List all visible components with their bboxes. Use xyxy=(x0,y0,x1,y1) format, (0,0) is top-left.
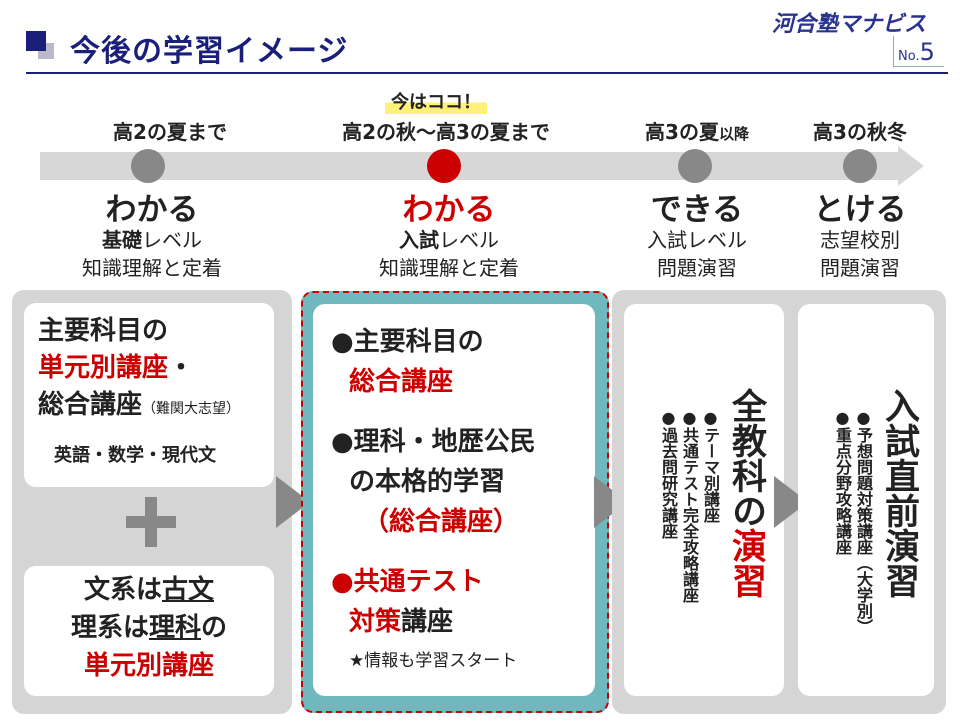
panel-2-item-2b: の本格的学習 xyxy=(349,467,506,497)
panel-2-item-2c: （総合講座） xyxy=(363,507,520,537)
panel-1-kobun: 古文 xyxy=(162,575,215,605)
title-mark-navy xyxy=(26,31,46,51)
panel-3-card: 全教科の演習 ●テーマ別講座 ●共通テスト完全攻略講座 ●過去問研究講座 xyxy=(624,304,784,696)
panel-1-comprehensive-course: 総合講座 xyxy=(38,390,143,420)
panel-2-kouza: 講座 xyxy=(401,607,454,637)
stage-1-verb: わかる xyxy=(105,192,199,228)
panel-1-separator: ・ xyxy=(168,353,195,383)
page-number-frame xyxy=(893,36,944,67)
panel-3-title-a: 全教科の xyxy=(726,388,766,528)
page-title: 今後の学習イメージ xyxy=(70,34,349,69)
panel-1-bottom-line-3: 単元別講座 xyxy=(83,651,214,681)
stage-2-dot xyxy=(427,149,461,183)
panel-1-bottom-line-2: 理系は理科の xyxy=(24,610,274,646)
panel-1-card-bottom: 文系は古文 理系は理科の 単元別講座 xyxy=(24,566,274,696)
panel-3-item-2: ●共通テスト完全攻略講座 xyxy=(680,408,699,603)
panel-2-item-3b: 対策講座 xyxy=(349,604,453,640)
stage-2-label: 高2の秋～高3の夏まで xyxy=(342,116,550,145)
stage-3-label-suffix: 以降 xyxy=(718,125,749,143)
panel-2-note: ★情報も学習スタート xyxy=(349,651,518,671)
panel-4-title: 入試直前演習 xyxy=(879,388,919,598)
panel-3-item-3: ●過去問研究講座 xyxy=(659,408,678,539)
panel-2-card: ●主要科目の 総合講座 ●理科・地歴公民 の本格的学習 （総合講座） ●共通テス… xyxy=(313,304,595,696)
stage-2-level-rest: レベル xyxy=(439,228,499,252)
now-tag: 今はココ！ xyxy=(385,88,487,114)
panel-2-item-1a: ●主要科目の xyxy=(331,327,484,357)
stage-3-dot xyxy=(678,149,712,183)
stage-1-level-bold: 基礎 xyxy=(102,228,142,252)
panel-1-line-3: 総合講座（難関大志望） xyxy=(38,387,240,427)
brand-logo: 河合塾マナビス xyxy=(771,12,926,37)
panel-4-item-2: ●重点分野攻略講座 xyxy=(833,408,852,555)
panel-1-unit-course: 単元別講座 xyxy=(38,353,169,383)
panel-1-line-2: 単元別講座・ xyxy=(38,350,194,386)
panel-1-no: の xyxy=(201,613,228,643)
panel-3-title-b: 演習 xyxy=(726,528,766,598)
stage-1-label-text: 高2の夏まで xyxy=(113,120,227,144)
stage-4-verb: とける xyxy=(813,192,907,228)
panel-1-card-top: 主要科目の 単元別講座・ 総合講座（難関大志望） 英語・数学・現代文 xyxy=(24,303,274,487)
page-number: No.5 xyxy=(898,38,935,66)
panel-1-rikei: 理系は xyxy=(70,613,149,643)
stage-2-level: 入試レベル xyxy=(399,226,499,254)
page-number-value: 5 xyxy=(919,38,935,66)
panel-2-item-3a: ●共通テスト xyxy=(331,567,484,597)
panel-1-subjects: 英語・数学・現代文 xyxy=(54,445,216,466)
panel-1-bottom-line-1: 文系は古文 xyxy=(24,572,274,608)
page-number-prefix: No. xyxy=(898,49,920,64)
panel-4-card: 入試直前演習 ●予想問題対策講座（大学別） ●重点分野攻略講座 xyxy=(798,304,934,696)
plus-icon xyxy=(145,497,157,547)
panel-1-note: （難関大志望） xyxy=(142,401,241,417)
stage-2-goal: 知識理解と定着 xyxy=(379,256,519,280)
stage-4-goal: 問題演習 xyxy=(820,256,900,280)
panel-1-bunkei: 文系は xyxy=(83,575,162,605)
stage-3-verb: できる xyxy=(650,192,744,228)
panel-1-rika: 理科 xyxy=(148,613,201,643)
stage-1-level-rest: レベル xyxy=(142,228,202,252)
panel-3-title: 全教科の演習 xyxy=(725,388,767,598)
stage-2-level-bold: 入試 xyxy=(399,228,439,252)
stage-4-dot xyxy=(843,149,877,183)
stage-3-label: 高3の夏以降 xyxy=(645,116,749,145)
panel-1-line-1: 主要科目の xyxy=(38,316,169,346)
timeline-bar xyxy=(40,152,900,180)
stage-1-label: 高2の夏まで xyxy=(113,116,227,145)
panel-4-item-1: ●予想問題対策講座（大学別） xyxy=(854,408,873,635)
stage-1-goal: 知識理解と定着 xyxy=(82,256,222,280)
header-underline xyxy=(26,72,948,74)
panel-2-taisaku: 対策 xyxy=(349,607,402,637)
panel-3-item-1: ●テーマ別講座 xyxy=(701,408,720,523)
stage-4-level: 志望校別 xyxy=(820,228,900,252)
stage-3-goal: 問題演習 xyxy=(657,256,737,280)
panel-2-item-1b: 総合講座 xyxy=(349,367,454,397)
stage-2-label-text: 高2の秋～高3の夏まで xyxy=(342,120,550,144)
timeline-arrow-head xyxy=(898,146,924,186)
stage-3-level: 入試レベル xyxy=(647,228,747,252)
stage-1-dot xyxy=(131,149,165,183)
stage-2-verb: わかる xyxy=(402,192,496,228)
stage-3-label-text: 高3の夏 xyxy=(645,120,719,144)
panel-2-item-2a: ●理科・地歴公民 xyxy=(331,427,536,457)
stage-4-label-text: 高3の秋冬 xyxy=(813,120,907,144)
stage-4-label: 高3の秋冬 xyxy=(813,116,907,145)
stage-1-level: 基礎レベル xyxy=(102,226,202,254)
